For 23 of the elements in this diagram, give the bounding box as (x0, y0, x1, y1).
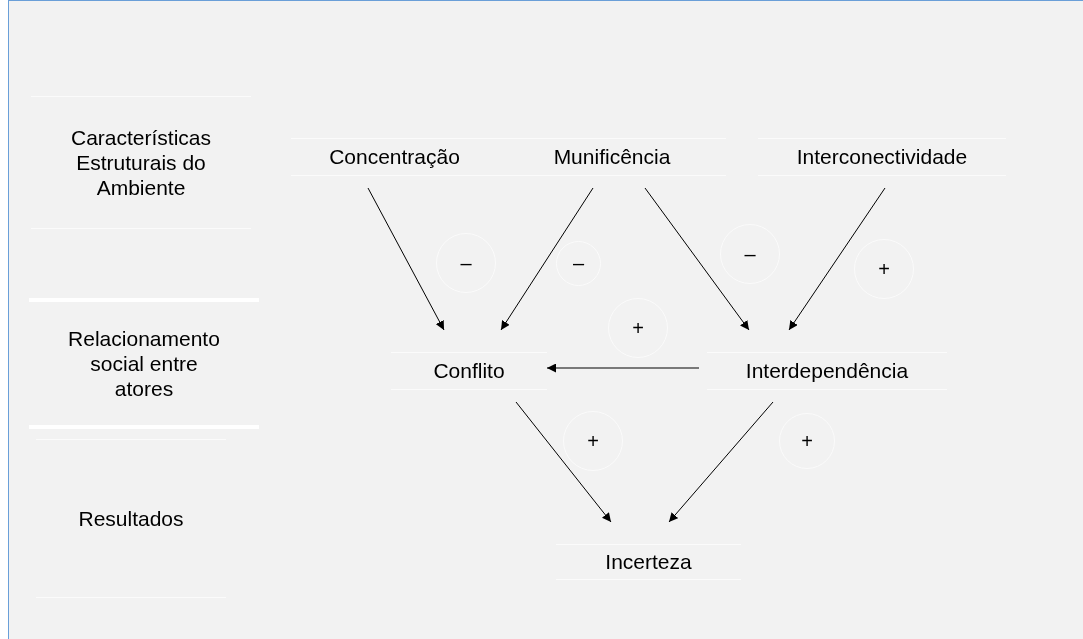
sign-label: – (744, 242, 756, 266)
arrow (500, 187, 594, 331)
arrow (367, 187, 445, 331)
arrow (668, 401, 774, 523)
sign-label: – (460, 251, 472, 275)
arrow (644, 187, 750, 331)
arrow (546, 363, 700, 373)
sign-label: + (878, 257, 890, 281)
concept-label: Concentração (329, 145, 460, 169)
sign-label: + (587, 429, 599, 453)
row-heading: Relacionamento social entre atores (67, 325, 221, 402)
arrow (788, 187, 886, 331)
sign-label: – (572, 252, 585, 275)
concept-label: Incerteza (605, 550, 692, 574)
concept-label: Conflito (433, 359, 505, 383)
concept-label: Interdependência (745, 359, 909, 383)
sign-label: + (632, 316, 644, 340)
row-heading: Características Estruturais do Ambiente (69, 124, 212, 201)
row-heading: Resultados (78, 505, 184, 532)
sign-label: + (801, 429, 813, 453)
arrow (515, 401, 612, 523)
concept-label: Munificência (553, 145, 671, 169)
concept-label: Interconectividade (796, 145, 968, 169)
